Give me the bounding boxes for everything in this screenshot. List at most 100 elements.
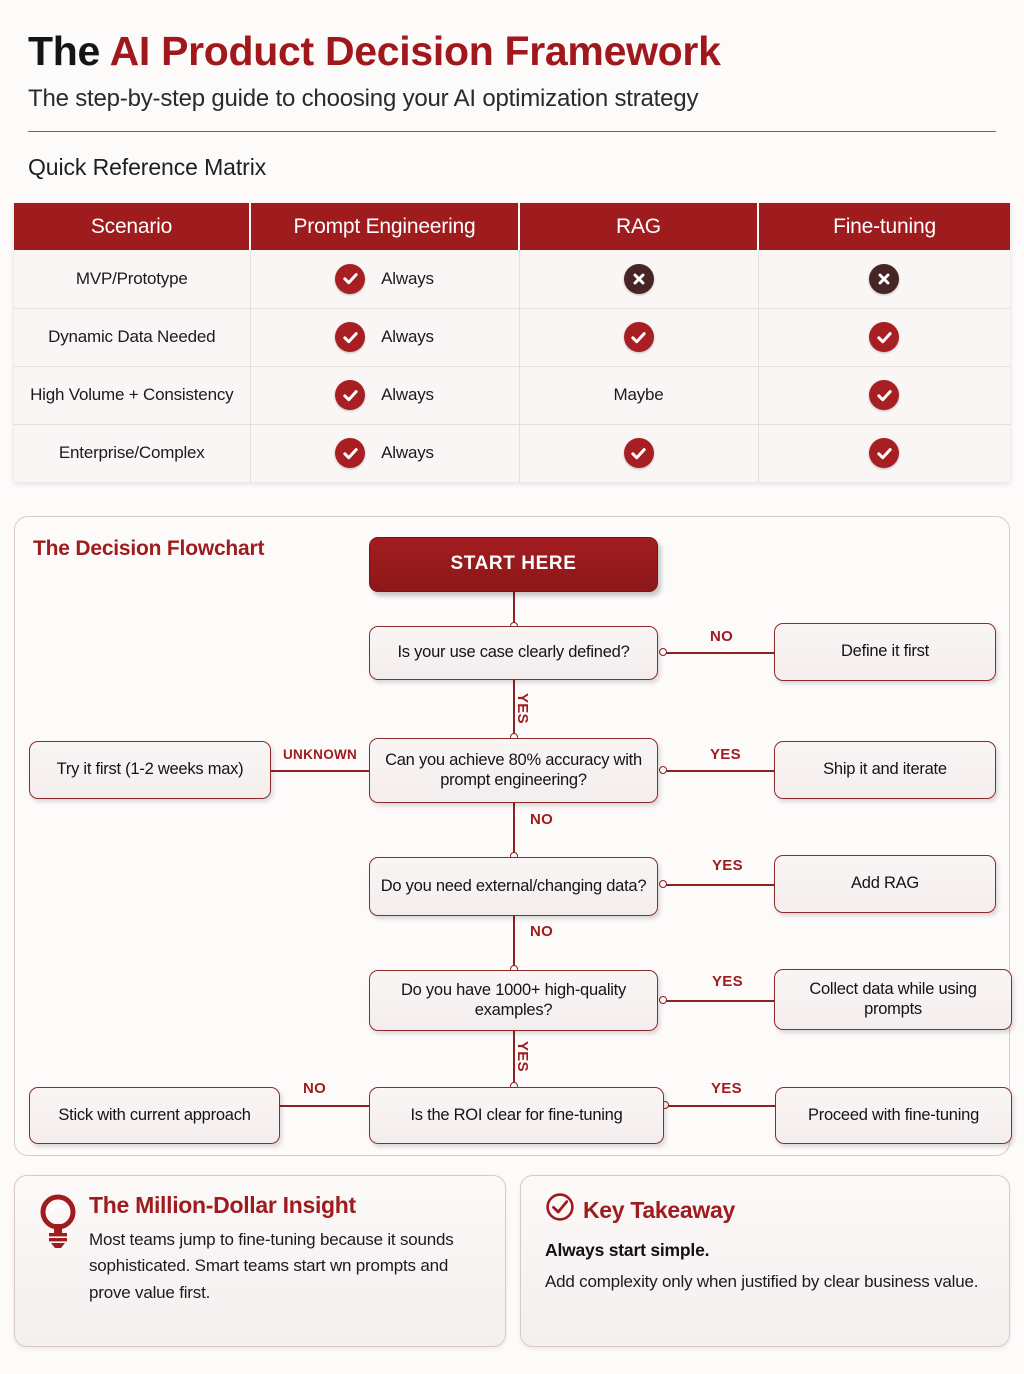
check-icon [869, 380, 900, 411]
connector-dot [659, 766, 667, 774]
edge-label-no: NO [710, 628, 734, 645]
insight-heading: The Million-Dollar Insight [89, 1192, 356, 1218]
connector-q4-collect [663, 1000, 778, 1002]
cell-rag [519, 424, 759, 483]
connector-q5-stick [280, 1105, 386, 1107]
page-title-prefix: The [28, 28, 100, 74]
decision-flowchart-panel: The Decision Flowchart NO YES UNKNOWN YE… [14, 516, 1012, 1156]
cell-fine-tuning [758, 366, 1010, 425]
cell-fine-tuning [758, 424, 1010, 483]
header-divider [28, 131, 996, 133]
column-header-scenario: Scenario [14, 203, 251, 251]
check-icon [335, 380, 366, 411]
connector-q3-q4 [513, 916, 515, 970]
check-icon [623, 322, 654, 353]
connector-dot [659, 880, 667, 888]
cross-icon [623, 263, 654, 294]
cell-scenario: Enterprise/Complex [14, 424, 251, 483]
check-icon [869, 438, 900, 469]
cell-prompt: Always [250, 424, 520, 483]
cell-scenario: High Volume + Consistency [14, 366, 251, 425]
takeaway-heading-row: Key Takeaway [545, 1192, 987, 1228]
connector-q2-q3 [513, 803, 515, 857]
check-icon [335, 263, 366, 294]
takeaway-heading: Key Takeaway [583, 1196, 735, 1223]
table-row: Enterprise/Complex Always [14, 424, 1010, 483]
quick-reference-matrix: Scenario Prompt Engineering RAG Fine-tun… [14, 203, 1010, 483]
flow-node-q5[interactable]: Is the ROI clear for fine-tuning [369, 1087, 664, 1144]
flow-node-collect-data[interactable]: Collect data while using prompts [774, 969, 1012, 1030]
page-title: The AI Product Decision Framework [28, 28, 996, 74]
cell-prompt: Always [250, 366, 520, 425]
table-row: MVP/Prototype Always [14, 250, 1010, 309]
check-icon [335, 438, 366, 469]
cell-prompt: Always [250, 308, 520, 367]
flow-node-proceed-fine-tuning[interactable]: Proceed with fine-tuning [775, 1087, 1012, 1144]
edge-label-yes: YES [514, 1041, 531, 1072]
table-row: Dynamic Data Needed Always [14, 308, 1010, 367]
cell-label: Always [381, 268, 434, 288]
cell-fine-tuning [758, 250, 1010, 309]
cell-prompt: Always [250, 250, 520, 309]
page-subtitle: The step-by-step guide to choosing your … [28, 85, 699, 113]
connector-q2-ship [663, 770, 778, 772]
cell-scenario: Dynamic Data Needed [14, 308, 251, 367]
check-circle-icon [545, 1192, 575, 1228]
takeaway-card: Key Takeaway Always start simple. Add co… [520, 1175, 1010, 1347]
cell-rag [519, 250, 759, 309]
connector-dot [659, 648, 667, 656]
edge-label-no: NO [530, 811, 554, 828]
flow-node-stick-current[interactable]: Stick with current approach [29, 1087, 280, 1144]
connector-q1-q2 [513, 680, 515, 738]
edge-label-unknown: UNKNOWN [283, 747, 358, 762]
flow-node-start[interactable]: START HERE [369, 537, 658, 592]
page-header: The AI Product Decision Framework The st… [0, 0, 1024, 133]
flow-node-ship-and-iterate[interactable]: Ship it and iterate [774, 741, 996, 799]
column-header-prompt-engineering: Prompt Engineering [250, 203, 520, 251]
connector-dot [659, 996, 667, 1004]
flow-node-define-it-first[interactable]: Define it first [774, 623, 996, 681]
page-title-main: AI Product Decision Framework [109, 28, 721, 74]
matrix-header-row: Scenario Prompt Engineering RAG Fine-tun… [14, 203, 1010, 251]
edge-label-yes: YES [711, 1080, 742, 1097]
edge-label-yes: YES [712, 857, 743, 874]
edge-label-yes: YES [514, 693, 531, 724]
edge-label-yes: YES [710, 746, 741, 763]
flow-node-q2[interactable]: Can you achieve 80% accuracy with prompt… [369, 738, 658, 803]
flow-node-q3[interactable]: Do you need external/changing data? [369, 857, 658, 916]
check-icon [869, 322, 900, 353]
connector-q3-rag [663, 884, 778, 886]
cell-label: Always [381, 443, 434, 463]
insight-card: The Million-Dollar Insight Most teams ju… [14, 1175, 506, 1347]
insight-body: Most teams jump to fine-tuning because i… [89, 1230, 454, 1302]
takeaway-body: Add complexity only when justified by cl… [545, 1272, 979, 1291]
connector-q2-try [271, 770, 384, 772]
cell-rag: Maybe [519, 366, 759, 425]
cell-rag [519, 308, 759, 367]
check-icon [623, 438, 654, 469]
cell-scenario: MVP/Prototype [14, 250, 251, 309]
check-icon [335, 322, 366, 353]
column-header-fine-tuning: Fine-tuning [758, 203, 1010, 251]
cross-icon [869, 263, 900, 294]
cell-label: Always [381, 327, 434, 347]
cell-label: Always [381, 385, 434, 405]
edge-label-yes: YES [712, 973, 743, 990]
lightbulb-icon [35, 1194, 81, 1250]
flow-node-q4[interactable]: Do you have 1000+ high-quality examples? [369, 970, 658, 1031]
connector-q5-proceed [665, 1105, 775, 1107]
bottom-cards: The Million-Dollar Insight Most teams ju… [14, 1175, 1010, 1347]
matrix-container: Scenario Prompt Engineering RAG Fine-tun… [0, 181, 1024, 483]
cell-fine-tuning [758, 308, 1010, 367]
connector-q1-define [663, 652, 778, 654]
flowchart-title: The Decision Flowchart [33, 537, 265, 560]
table-row: High Volume + Consistency Always Maybe [14, 366, 1010, 425]
flow-node-q1[interactable]: Is your use case clearly defined? [369, 626, 658, 680]
flow-node-try-it-first[interactable]: Try it first (1-2 weeks max) [29, 741, 271, 799]
flow-node-add-rag[interactable]: Add RAG [774, 855, 996, 913]
takeaway-strong: Always start simple. [545, 1240, 710, 1260]
matrix-section-title: Quick Reference Matrix [28, 154, 267, 181]
matrix-body: MVP/Prototype Always [14, 250, 1010, 483]
connector-q4-q5 [513, 1031, 515, 1087]
column-header-rag: RAG [519, 203, 759, 251]
